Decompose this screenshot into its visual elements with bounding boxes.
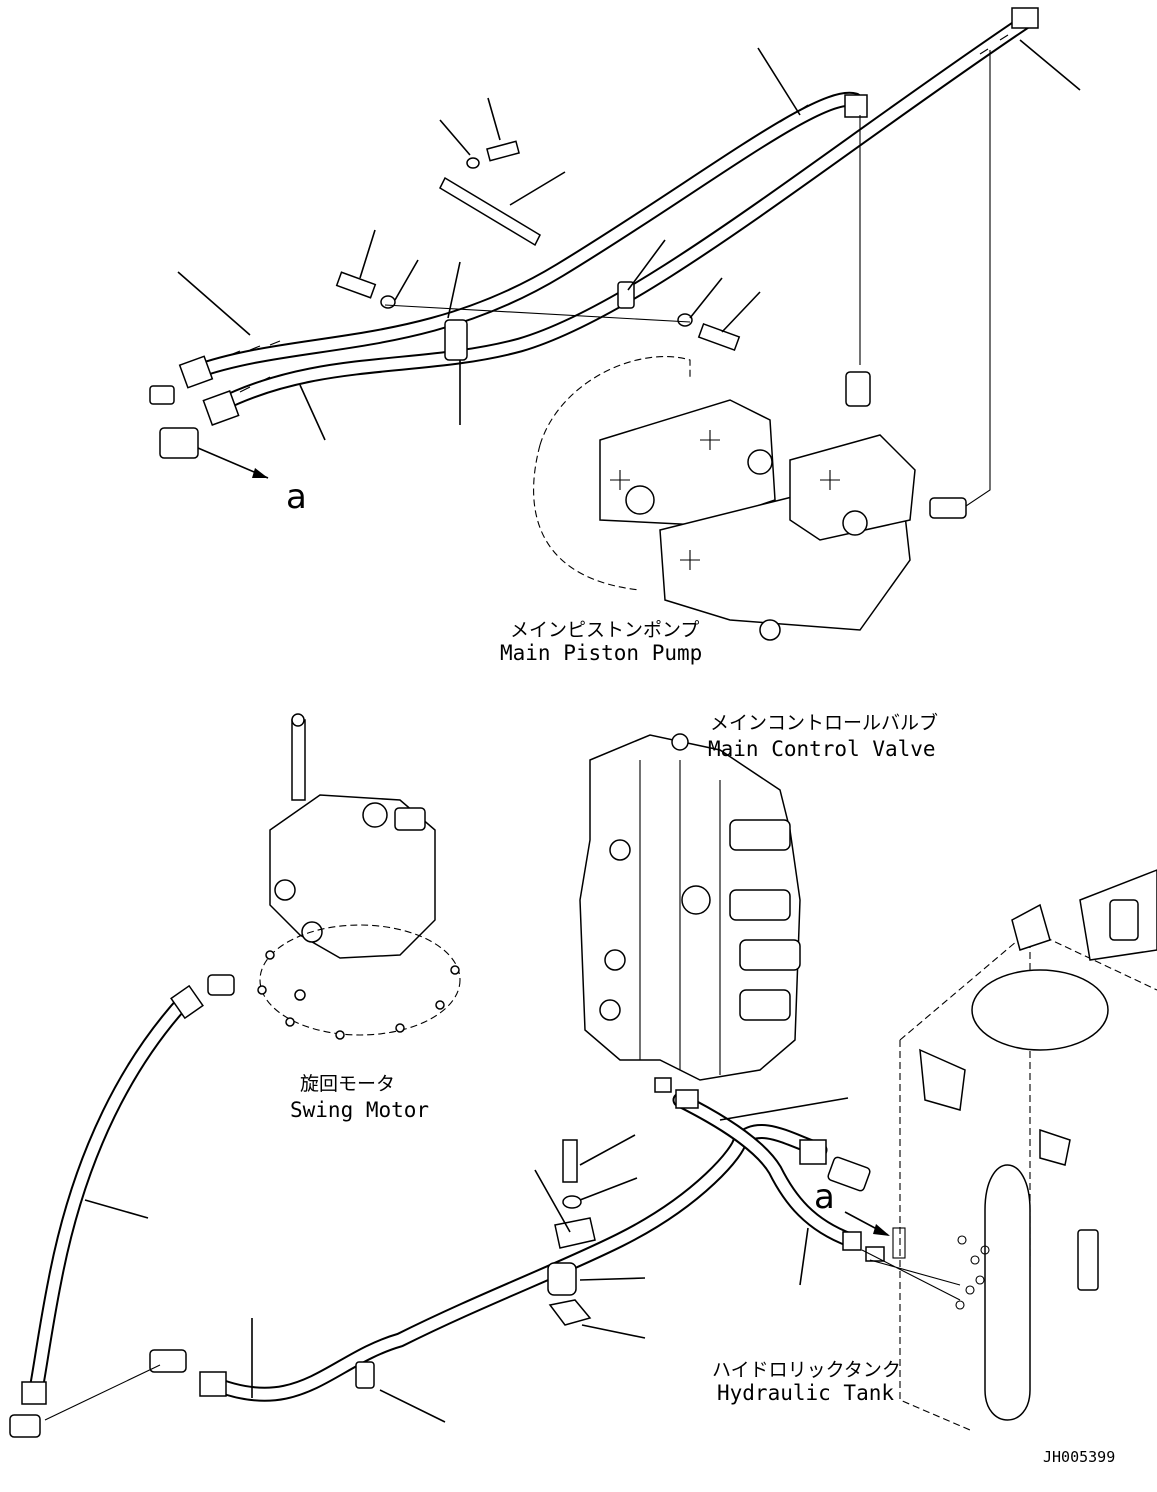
hose-fitting-2 <box>202 390 240 426</box>
mounting-bracket <box>439 176 541 247</box>
main-piston-pump <box>533 356 967 641</box>
hydraulic-tank <box>892 869 1157 1431</box>
left-hose-top-fitting <box>170 984 204 1020</box>
clip-upper <box>554 1217 596 1249</box>
washer-2 <box>380 295 396 309</box>
swing-label-jp: 旋回モータ <box>300 1073 395 1095</box>
tank-label-en: Hydraulic Tank <box>717 1381 894 1405</box>
adapter-1 <box>149 385 175 405</box>
valve-elbow <box>654 1077 672 1093</box>
hose-clamp <box>547 1262 577 1296</box>
union-fitting <box>827 1156 871 1192</box>
pump-port-fitting <box>845 371 871 407</box>
upper-hose-assembly <box>149 7 1081 511</box>
end-fitting <box>1011 7 1039 29</box>
tank-label-jp: ハイドロリックタンク <box>712 1359 901 1381</box>
clamp-1 <box>444 319 468 361</box>
swing-motor <box>207 713 461 1040</box>
reference-a-bottom: a <box>814 1177 835 1217</box>
adapter-2 <box>159 427 199 459</box>
left-elbow <box>9 1414 41 1438</box>
tee-fitting <box>149 1349 187 1373</box>
clip-lower <box>548 1299 592 1326</box>
main-control-valve <box>579 733 801 1081</box>
pump-label-en: Main Piston Pump <box>500 641 702 665</box>
washer-3 <box>677 313 693 327</box>
washer-lower <box>562 1195 582 1209</box>
hose-fitting-1 <box>178 355 214 389</box>
small-clamp <box>355 1361 375 1389</box>
valve-label-en: Main Control Valve <box>708 737 936 761</box>
reference-a-top: a <box>286 477 307 517</box>
elbow-fitting <box>844 94 868 118</box>
left-hose-bottom-fitting <box>21 1381 47 1405</box>
swing-motor-adapter <box>207 974 235 996</box>
drawing-code: JH005399 <box>1043 1448 1115 1466</box>
bolt-lower <box>562 1139 578 1183</box>
valve-hose-fitting <box>799 1139 827 1165</box>
bolt-2 <box>335 271 377 299</box>
pump-label-jp: メインピストンポンプ <box>510 619 699 641</box>
swing-label-en: Swing Motor <box>290 1098 429 1122</box>
bolt-1 <box>486 140 520 162</box>
tank-hose-fitting <box>842 1231 862 1251</box>
valve-label-jp: メインコントロールバルブ <box>710 711 938 734</box>
washer-1 <box>466 157 480 169</box>
bolt-3 <box>697 322 741 352</box>
pump-elbow <box>929 497 967 519</box>
bottom-hose-fitting <box>199 1371 227 1397</box>
lower-hose-assembly <box>9 984 961 1438</box>
valve-port-fitting <box>675 1089 699 1109</box>
